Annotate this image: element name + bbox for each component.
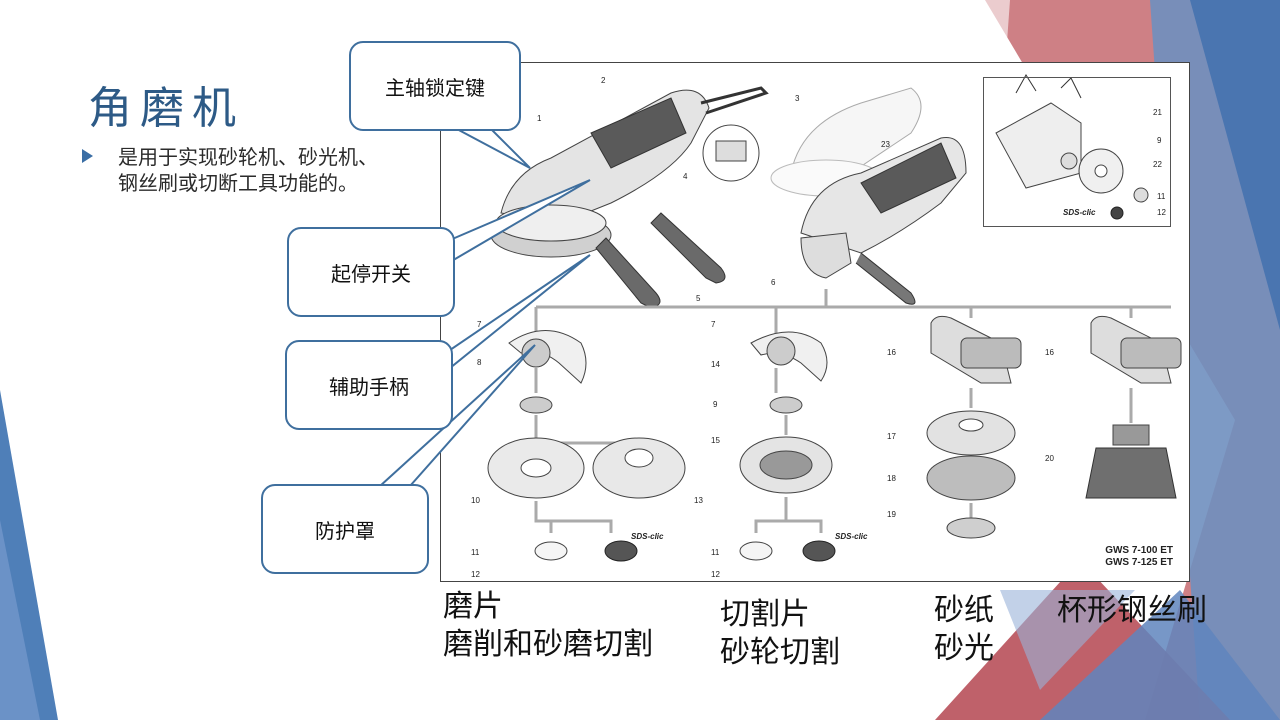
bullet-item: 是用于实现砂轮机、砂光机、钢丝刷或切断工具功能的。	[82, 144, 392, 196]
caption-grinding-line-1: 磨片	[443, 589, 503, 624]
svg-text:3: 3	[795, 94, 800, 103]
svg-text:7: 7	[477, 320, 482, 329]
svg-text:8: 8	[477, 358, 482, 367]
callout-aux-handle: 辅助手柄	[285, 340, 453, 430]
callout-guard: 防护罩	[261, 484, 429, 574]
caption-cutting-line-1: 切割片	[720, 597, 810, 632]
sds-label-2: SDS-clic	[835, 532, 868, 541]
svg-text:14: 14	[711, 360, 720, 369]
model-line-2: GWS 7-125 ET	[1105, 557, 1173, 568]
svg-text:12: 12	[1157, 208, 1166, 217]
model-line-1: GWS 7-100 ET	[1105, 545, 1173, 556]
svg-text:13: 13	[694, 496, 703, 505]
svg-text:4: 4	[683, 172, 688, 181]
svg-text:2: 2	[601, 76, 606, 85]
svg-text:16: 16	[887, 348, 896, 357]
slide-title: 角磨机	[88, 83, 244, 134]
caption-cutting-line-2: 砂轮切割	[720, 635, 840, 670]
svg-text:9: 9	[713, 400, 718, 409]
svg-text:23: 23	[881, 140, 890, 149]
caption-wire-line-1: 杯形钢丝刷	[1057, 593, 1207, 628]
svg-text:20: 20	[1045, 454, 1054, 463]
accessory-inset-frame	[983, 77, 1171, 227]
svg-text:6: 6	[771, 278, 776, 287]
bullet-triangle-icon	[82, 149, 93, 163]
svg-text:16: 16	[1045, 348, 1054, 357]
callout-spindle-lock: 主轴锁定键	[349, 41, 521, 131]
angle-grinder-diagram: 1 2 3 4 5 6 7 8 9 10 11 12 13 14 15 16 1…	[440, 62, 1190, 582]
caption-sanding-line-2: 砂光	[934, 631, 994, 666]
svg-text:7: 7	[711, 320, 716, 329]
svg-text:12: 12	[711, 570, 720, 579]
svg-text:18: 18	[887, 474, 896, 483]
diagram-drawing: 1 2 3 4 5 6 7 8 9 10 11 12 13 14 15 16 1…	[471, 74, 1182, 579]
caption-grinding: 磨片 磨削和砂磨切割	[443, 588, 653, 664]
svg-text:11: 11	[1157, 192, 1166, 201]
caption-grinding-line-2: 磨削和砂磨切割	[443, 627, 653, 662]
svg-text:1: 1	[537, 114, 542, 123]
callout-on-off-switch: 起停开关	[287, 227, 455, 317]
svg-text:15: 15	[711, 436, 720, 445]
caption-cutting: 切割片 砂轮切割	[720, 596, 840, 672]
svg-text:22: 22	[1153, 160, 1162, 169]
svg-text:21: 21	[1153, 108, 1162, 117]
model-label: GWS 7-100 ET GWS 7-125 ET	[1105, 545, 1173, 569]
svg-text:9: 9	[477, 400, 482, 409]
svg-text:11: 11	[711, 548, 720, 557]
svg-text:10: 10	[471, 496, 480, 505]
sds-label-3: SDS-clic	[1063, 208, 1096, 217]
caption-sanding: 砂纸 砂光	[934, 592, 994, 668]
sds-label-1: SDS-clic	[631, 532, 664, 541]
svg-text:5: 5	[696, 294, 701, 303]
svg-text:17: 17	[887, 432, 896, 441]
bullet-text: 是用于实现砂轮机、砂光机、钢丝刷或切断工具功能的。	[118, 145, 378, 195]
svg-text:19: 19	[887, 510, 896, 519]
caption-sanding-line-1: 砂纸	[934, 593, 994, 628]
caption-wire-brush: 杯形钢丝刷	[1057, 592, 1207, 630]
svg-text:12: 12	[471, 570, 480, 579]
svg-text:11: 11	[471, 548, 480, 557]
svg-text:9: 9	[1157, 136, 1162, 145]
